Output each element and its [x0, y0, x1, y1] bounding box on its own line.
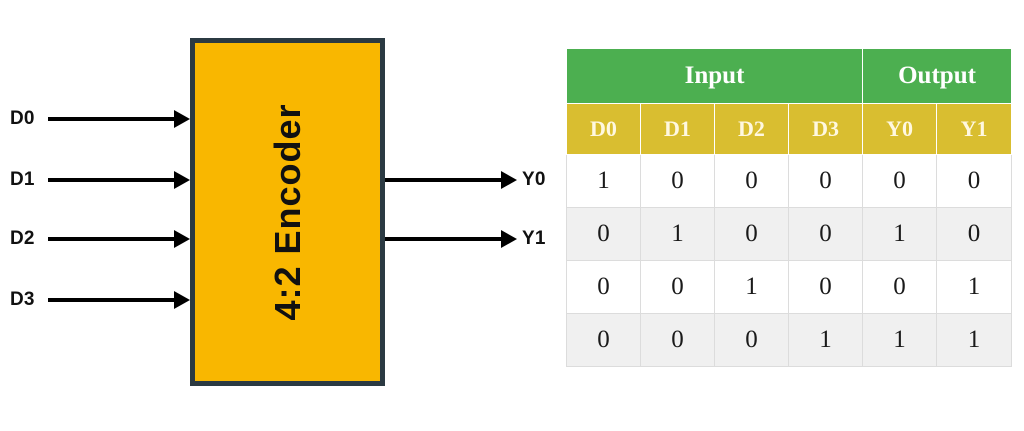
- table-column-header-row: D0 D1 D2 D3 Y0 Y1: [566, 103, 1013, 155]
- table-cell: 0: [566, 260, 641, 314]
- group-header-output: Output: [862, 48, 1013, 104]
- input-label-d0: D0: [10, 108, 35, 129]
- table-cell: 1: [936, 260, 1013, 314]
- table-cell: 1: [787, 313, 864, 367]
- column-header-d3: D3: [787, 103, 864, 155]
- table-cell: 0: [787, 207, 864, 261]
- input-arrow-d0-icon: [174, 110, 190, 128]
- table-cell: 1: [714, 260, 789, 314]
- table-row: 0 0 0 1 1 1: [566, 313, 1013, 367]
- output-arrow-y0-icon: [501, 171, 517, 189]
- table-row: 0 0 1 0 0 1: [566, 260, 1013, 314]
- output-label-y0: Y0: [522, 169, 546, 190]
- column-header-d1: D1: [640, 103, 715, 155]
- input-arrow-d2-icon: [174, 230, 190, 248]
- encoder-diagram: D0 D1 D2 D3 4:2 Encoder Y0 Y1: [10, 38, 546, 386]
- table-cell: 0: [862, 154, 938, 208]
- table-cell: 1: [566, 154, 641, 208]
- table-cell: 0: [640, 154, 715, 208]
- input-label-d2: D2: [10, 228, 35, 249]
- input-wire-d1: [48, 178, 176, 182]
- table-cell: 0: [714, 207, 789, 261]
- encoder-block-label: 4:2 Encoder: [266, 103, 308, 321]
- encoder-block: 4:2 Encoder: [190, 38, 385, 386]
- truth-table: Input Output D0 D1 D2 D3 Y0 Y1 1 0 0 0 0…: [565, 48, 1013, 367]
- input-wire-d3: [48, 298, 176, 302]
- input-arrow-d1-icon: [174, 171, 190, 189]
- table-cell: 0: [936, 207, 1013, 261]
- table-group-header-row: Input Output: [565, 48, 1013, 104]
- table-cell: 0: [862, 260, 938, 314]
- table-cell: 0: [640, 260, 715, 314]
- table-cell: 1: [862, 207, 938, 261]
- table-cell: 0: [640, 313, 715, 367]
- input-wire-d2: [48, 237, 176, 241]
- table-row: 0 1 0 0 1 0: [566, 207, 1013, 261]
- table-cell: 0: [787, 260, 864, 314]
- group-header-input: Input: [565, 48, 864, 104]
- column-header-d0: D0: [566, 103, 641, 155]
- input-label-d3: D3: [10, 289, 35, 310]
- output-arrow-y1-icon: [501, 230, 517, 248]
- table-cell: 1: [640, 207, 715, 261]
- table-cell: 0: [936, 154, 1013, 208]
- table-cell: 0: [566, 207, 641, 261]
- table-cell: 0: [714, 154, 789, 208]
- input-label-d1: D1: [10, 169, 35, 190]
- column-header-d2: D2: [714, 103, 789, 155]
- column-header-y1: Y1: [936, 103, 1013, 155]
- table-cell: 1: [862, 313, 938, 367]
- input-arrow-d3-icon: [174, 291, 190, 309]
- table-cell: 0: [714, 313, 789, 367]
- column-header-y0: Y0: [862, 103, 938, 155]
- output-wire-y0: [385, 178, 503, 182]
- output-label-y1: Y1: [522, 228, 546, 249]
- output-wire-y1: [385, 237, 503, 241]
- table-row: 1 0 0 0 0 0: [566, 154, 1013, 208]
- table-cell: 0: [787, 154, 864, 208]
- table-cell: 1: [936, 313, 1013, 367]
- input-wire-d0: [48, 117, 176, 121]
- table-cell: 0: [566, 313, 641, 367]
